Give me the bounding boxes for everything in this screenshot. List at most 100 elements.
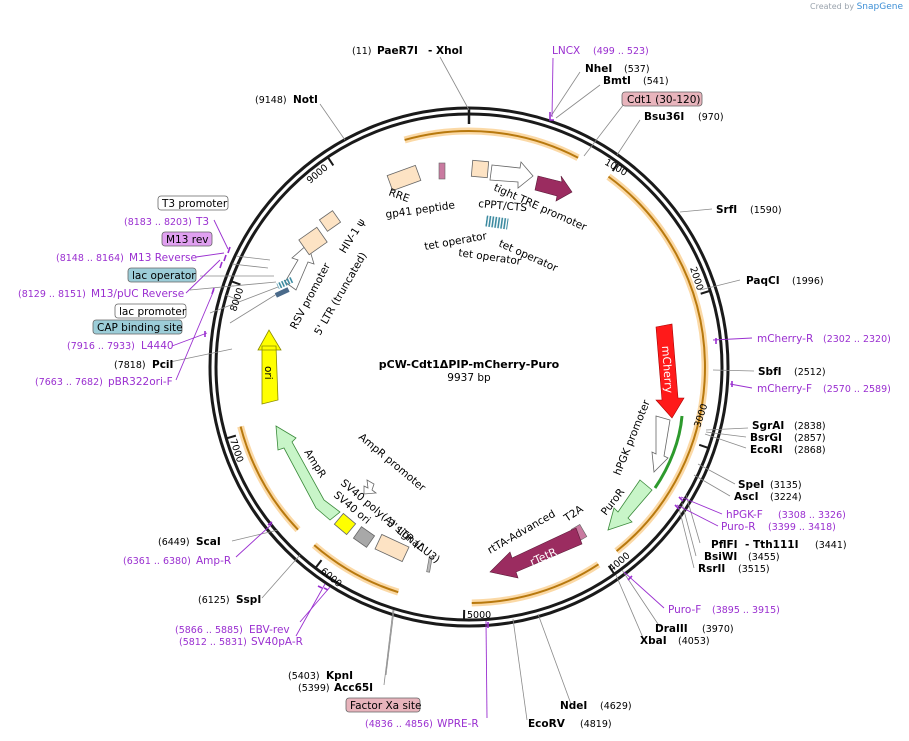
- site-asci-pos: (3224): [770, 492, 802, 503]
- primer-mcherry-f-pos: (2570 .. 2589): [823, 384, 891, 395]
- site-nhei-pos: (537): [624, 64, 650, 75]
- primer-l4440-pos: (7916 .. 7933): [67, 341, 135, 352]
- mcherry-arrow: [655, 323, 685, 419]
- site-ndei: NdeI: [560, 700, 587, 712]
- cdt1-label: Cdt1 (30-120): [627, 94, 701, 106]
- label-gp41: gp41 peptide: [385, 199, 456, 221]
- ampr-promoter-arrow: [363, 479, 378, 495]
- lac-promoter-label: lac promoter: [119, 306, 187, 318]
- cap-site-mark: [274, 287, 290, 298]
- site-rsrii: RsrII: [698, 563, 725, 575]
- site-tth111i-pos: (3441): [815, 540, 847, 551]
- site-pcii: PciI: [152, 359, 173, 371]
- feature-shapes: [257, 159, 685, 579]
- primer-markers: [204, 112, 733, 628]
- site-noti-pos: (9148): [255, 95, 287, 106]
- tick-3000: 3000: [692, 403, 710, 429]
- site-draiii-pos: (3970): [702, 624, 734, 635]
- site-bmti-pos: (541): [643, 76, 669, 87]
- rsv-arrow: [284, 243, 315, 291]
- cdt1-label-box: Cdt1 (30-120): [621, 91, 703, 107]
- label-t2a: T2A: [561, 503, 586, 525]
- site-srfi-pos: (1590): [750, 205, 782, 216]
- site-sgrai-pos: (2838): [794, 421, 826, 432]
- cap-site-box: CAP binding site: [92, 319, 183, 335]
- site-spei-pos: (3135): [770, 480, 802, 491]
- site-kpni-pos: (5403): [288, 671, 320, 682]
- primer-m13-reverse-pos: (8148 .. 8164): [56, 253, 124, 264]
- primer-m13-reverse: M13 Reverse: [129, 252, 197, 264]
- site-scai-pos: (6449): [158, 537, 190, 548]
- site-bsrgi-pos: (2857): [794, 433, 826, 444]
- scale-ticks: [226, 107, 711, 620]
- site-ecorv: EcoRV: [528, 718, 566, 730]
- primer-sv40pa-r-pos: (5812 .. 5831): [179, 637, 247, 648]
- site-draiii: DraIII: [655, 623, 688, 635]
- site-ecorv-pos: (4819): [580, 719, 612, 730]
- orf-arc: [313, 544, 399, 594]
- primer-mcherry-f: mCherry-F: [757, 383, 812, 395]
- site-sgrai: SgrAI: [752, 420, 784, 432]
- site-xbai: XbaI: [640, 635, 667, 647]
- primer-sv40pa-r: SV40pA-R: [251, 636, 303, 648]
- site-acc65i-pos: (5399): [298, 683, 330, 694]
- primer-amp-r: Amp-R: [196, 555, 231, 567]
- snapgene-logo-text: SnapGene: [856, 2, 903, 12]
- orf-arc: [471, 563, 600, 604]
- primer-ebv-rev: EBV-rev: [249, 624, 290, 636]
- lac-operator-label: lac operator: [132, 270, 196, 282]
- primer-t3-pos: (8183 .. 8203): [124, 217, 192, 228]
- tick-mark: [226, 434, 237, 440]
- hpgk-arrow: [651, 415, 671, 473]
- tick-mark: [607, 565, 616, 575]
- site-kpni: KpnI: [326, 670, 353, 682]
- ori-arrow: [257, 329, 282, 405]
- primer-puro-r: Puro-R: [721, 521, 756, 533]
- site-bsrgi: BsrGI: [750, 432, 782, 444]
- small-element: [426, 555, 433, 573]
- site-pflfi: PflFI: [711, 539, 738, 551]
- watermark: Created by SnapGene: [810, 2, 903, 12]
- green-arc: [653, 415, 684, 489]
- lac-operator-box: lac operator: [127, 267, 197, 283]
- site-spei: SpeI: [738, 479, 764, 491]
- rtetr-arrow: [489, 527, 583, 579]
- site-paer7i-pos: (11): [352, 46, 372, 57]
- tick-mark: [326, 156, 335, 166]
- label-mcherry: mCherry: [659, 345, 675, 394]
- site-sbfi: SbfI: [758, 366, 782, 378]
- site-paqci-pos: (1996): [792, 276, 824, 287]
- primer-m13puc-rev-pos: (8129 .. 8151): [18, 289, 86, 300]
- cppt-box: [470, 159, 490, 179]
- primer-hpgk-f: hPGK-F: [726, 509, 763, 521]
- orf-arc: [239, 426, 299, 531]
- site-xbai-pos: (4053): [678, 636, 710, 647]
- watermark-prefix: Created by: [810, 2, 855, 11]
- factor-xa-label: Factor Xa site: [350, 700, 421, 712]
- label-cppt: cPPT/CTS: [478, 198, 528, 214]
- lac-promoter-box: lac promoter: [114, 303, 187, 319]
- gp41-box: [438, 162, 446, 180]
- tick-mark: [700, 289, 711, 295]
- site-xhoi: - XhoI: [428, 45, 463, 57]
- t3-promoter-box: T3 promoter: [157, 195, 229, 211]
- rre-box: [386, 164, 422, 192]
- t3-promoter-label: T3 promoter: [161, 198, 228, 210]
- ltr5-box: [298, 226, 328, 256]
- ampr-arrow: [275, 425, 341, 521]
- site-noti: NotI: [293, 94, 318, 106]
- ltr3-box: [374, 533, 410, 563]
- m13-rev-label: M13 rev: [166, 234, 209, 246]
- primer-t3: T3: [195, 216, 209, 228]
- site-paqci: PaqCI: [746, 275, 780, 287]
- primer-pbr322ori-f: pBR322ori-F: [108, 376, 173, 388]
- leader-lines: [169, 56, 755, 721]
- site-nhei: NheI: [585, 63, 612, 75]
- cap-site-label: CAP binding site: [97, 322, 183, 334]
- cdt1-arrow: [534, 175, 573, 202]
- primer-wpre-r-pos: (4836 .. 4856): [365, 719, 433, 730]
- site-sbfi-pos: (2512): [794, 367, 826, 378]
- site-bmti: BmtI: [603, 75, 631, 87]
- factor-xa-box: Factor Xa site: [345, 697, 421, 713]
